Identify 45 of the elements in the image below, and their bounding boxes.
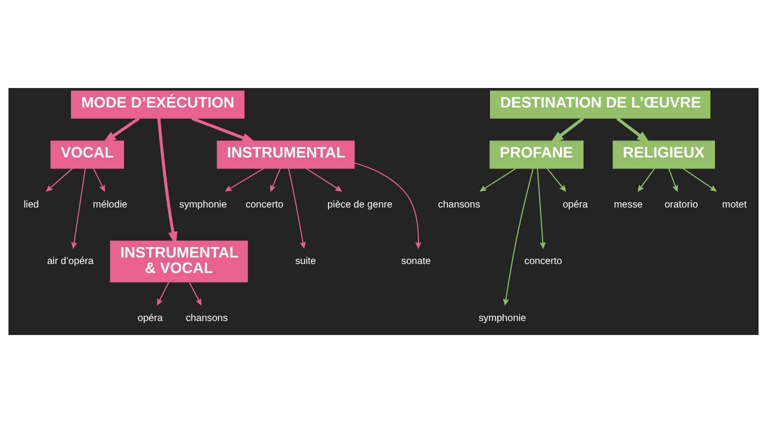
arrow: [503, 168, 534, 306]
node-text: chansons: [186, 312, 228, 324]
arrow: [354, 162, 422, 248]
node-text: messe: [614, 199, 643, 210]
arrow: [93, 168, 105, 192]
node-text: opéra: [562, 199, 588, 210]
arrow: [306, 168, 342, 192]
node-text: air d’opéra: [47, 256, 94, 268]
node-text: symphonie: [478, 312, 526, 324]
arrow: [668, 168, 678, 192]
arrow: [546, 168, 566, 192]
arrow: [102, 117, 140, 144]
arrow: [192, 117, 256, 143]
arrow: [616, 117, 650, 144]
arrow: [46, 168, 73, 192]
arrow: [536, 168, 546, 248]
node-box: MODE D’EXÉCUTION: [70, 90, 244, 119]
node-text: opéra: [138, 312, 163, 324]
arrow: [270, 168, 281, 192]
node-text: motet: [722, 199, 747, 210]
arrow: [156, 282, 170, 306]
node-box: VOCAL: [50, 140, 124, 169]
node-text: sonate: [401, 256, 431, 268]
node-text: symphonie: [179, 199, 227, 210]
node-box: RELIGIEUX: [612, 140, 715, 169]
node-text: oratorio: [664, 199, 698, 210]
arrow: [480, 168, 516, 192]
node-text: pièce de genre: [327, 199, 392, 210]
node-text: chansons: [438, 199, 480, 210]
node-text: concerto: [246, 199, 284, 210]
arrow: [638, 168, 655, 192]
node-box: DESTINATION DE L’ŒUVRE: [490, 90, 710, 119]
arrow: [225, 168, 264, 192]
arrow: [288, 168, 306, 248]
node-text: mélodie: [92, 199, 128, 210]
arrow: [188, 282, 202, 306]
node-text: suite: [295, 256, 316, 268]
node-box: INSTRUMENTAL: [216, 140, 355, 169]
node-text: lied: [24, 199, 39, 210]
node-box: INSTRUMENTAL & VOCAL: [110, 240, 248, 282]
node-text: concerto: [524, 256, 562, 268]
arrow: [550, 117, 584, 144]
arrow: [682, 168, 716, 192]
arrow: [71, 168, 86, 248]
node-box: PROFANE: [490, 140, 584, 169]
